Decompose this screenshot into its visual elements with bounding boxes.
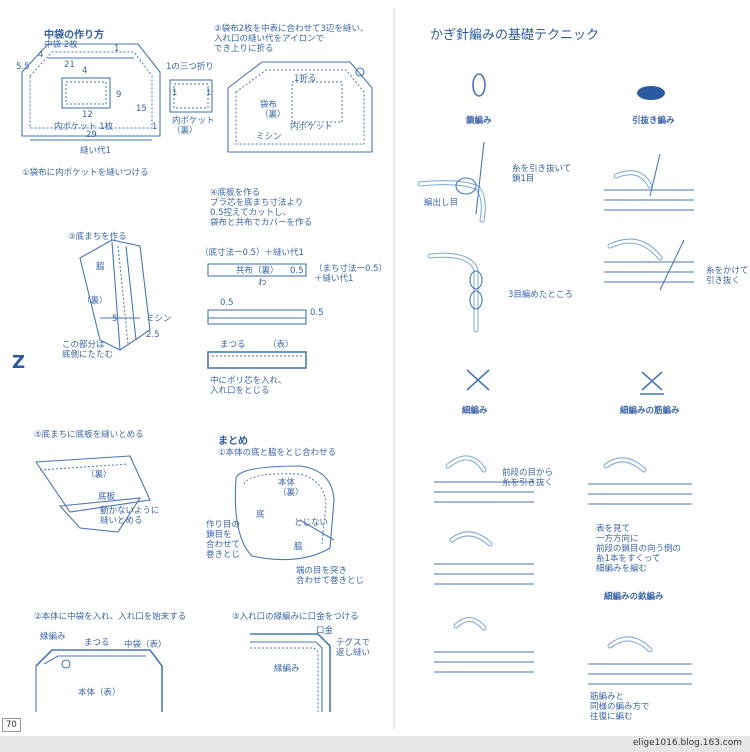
inner-pocket-back: 内ポケット （裏） (172, 116, 215, 136)
back-label-2: （裏） (86, 470, 112, 480)
body-back: 本体 （裏） (278, 478, 304, 498)
bottom-board-drawing (35, 455, 151, 533)
pull-note: 糸を引き抜いて 鎖1目 (512, 164, 572, 184)
front-label: （表） (268, 340, 294, 350)
single-crochet-back-loop-symbol (640, 371, 664, 395)
ring-label: わ (258, 278, 267, 288)
side-label: 脇 (96, 262, 105, 272)
step2-text: ②袋布2枚を中表に合わせて3辺を縫い、 入れ口の縫い代をアイロンで でき上りに折… (214, 24, 369, 54)
clasp-drawing (250, 633, 331, 712)
bottom-label: 底 (256, 510, 265, 520)
dim-4b: 4 (82, 66, 88, 76)
bag-fabric-back: 袋布 （裏） (260, 100, 286, 120)
step1-text: ①袋布に内ポケットを縫いつける (22, 168, 149, 178)
side-label-2: 脇 (294, 542, 303, 552)
end-note: 端の目を突き 合わせて巻きとじ (296, 566, 365, 586)
summary-step2: ②本体に中袋を入れ、入れ口を始末する (34, 612, 187, 622)
dim-1d: 1 (206, 88, 212, 98)
bag-sewn-drawing (227, 61, 373, 153)
assembled-bag-drawing (234, 465, 335, 561)
blog-url: elige1016.blog.163.com (632, 738, 742, 748)
dim-0-5a: 0.5 (290, 266, 304, 276)
dim-15: 15 (136, 104, 147, 114)
edge-label-2: 縁編み (274, 664, 300, 674)
dim-4: 4 (38, 50, 44, 60)
back-label: （裏） (82, 296, 108, 306)
pinch-label: まつる (220, 340, 246, 350)
dim-0-5b: 0.5 (220, 298, 234, 308)
footer-bar: elige1016.blog.163.com (0, 736, 750, 752)
gusset-drawing (79, 239, 151, 351)
dim-1b: 1 (152, 122, 158, 132)
single-crochet-drawings (434, 455, 534, 673)
hook-note: 糸をかけて 引き抜く (706, 266, 749, 286)
summary-step1: ①本体の底と脇をとじ合わせる (218, 448, 337, 458)
dim-1a: 1 (114, 44, 120, 54)
chain-label: 鎖編み (466, 116, 492, 126)
slip-stitch-symbol (637, 86, 665, 100)
pinch-label-2: まつる (84, 638, 110, 648)
three-chain-label: 3目編めたところ (508, 290, 573, 300)
insert-note: 中にポリ芯を入れ、 入れ口をとじる (210, 376, 287, 396)
chain-symbol (472, 73, 486, 97)
do-not-close: とじない (294, 518, 329, 528)
sewing-label: ミシン (256, 132, 282, 142)
dim-1c: 1 (172, 88, 178, 98)
bag-pattern-drawing (21, 43, 161, 141)
fold-note: この部分は 底側にたたむ (62, 340, 114, 360)
clasp-label: 口金 (316, 626, 334, 636)
dim-21: 21 (64, 60, 75, 70)
fold-1: 1折る (294, 74, 317, 84)
fold-three-times: 1の三つ折り (166, 62, 214, 72)
rib-stitch-label: 細編みの畝編み (604, 592, 664, 602)
gusset-size: （まち寸法ー0.5） ＋縫い代1 (314, 264, 388, 284)
dim-9: 9 (116, 90, 122, 100)
thread-note: テグスで 返し縫い (336, 638, 371, 658)
right-page-title: かぎ針編みの基礎テクニック (430, 28, 600, 43)
same-fabric: 共布（裏） (236, 266, 279, 276)
bag-count: 中袋 2枚 (44, 40, 78, 50)
step3-text: ③底まちを作る (68, 232, 127, 242)
start-chain-label: 編出し目 (424, 198, 459, 208)
dim-29: 29 (86, 130, 97, 140)
step4-text: ④底板を作る プラ芯を底まち寸法より 0.5控えてカットし、 袋布と共布でカバー… (210, 188, 313, 228)
single-crochet-note: 前段の目から 糸を引き抜く (502, 468, 554, 488)
page-number: 70 (2, 718, 21, 732)
making-inner-bag-title: 中袋の作り方 (44, 30, 104, 41)
single-crochet-symbol (466, 369, 490, 391)
board-drawings (207, 263, 307, 369)
edge-label: 縁編み (40, 632, 66, 642)
stitch-note: 動かないように 縫いとめる (100, 506, 160, 526)
seam-allowance: 縫い代1 (80, 146, 111, 156)
dim-0-5c: 0.5 (310, 308, 324, 318)
inner-pocket-one: 内ポケット 1枚 (54, 122, 114, 132)
back-loop-note: 表を見て 一方方向に 前段の鎖目の向う側の 糸1本をすくって 細編みを編む (596, 524, 682, 574)
summary-step3: ③入れ口の縁編みに口金をつける (232, 612, 359, 622)
z-mark: Z (12, 352, 26, 373)
dim-5-5: 5.5 (16, 62, 30, 72)
board-label: 底板 (98, 492, 116, 502)
chain-step2-drawing (427, 252, 483, 333)
chain-step1-drawing (417, 141, 486, 223)
inner-front: 中袋（表） (124, 640, 167, 650)
step5-text: ⑤底まちに底板を縫いとめる (34, 430, 144, 440)
rib-note: 筋編みと 同様の編み方で 往復に編む (590, 692, 650, 722)
dim-5: 5 (112, 314, 118, 324)
dim-12: 12 (82, 110, 93, 120)
inner-pocket-label: 内ポケット (290, 122, 333, 132)
bottom-size: （底寸法ー0.5）＋縫い代1 (200, 248, 304, 258)
bag-with-inner-drawing (35, 649, 163, 712)
pocket-drawing (169, 79, 213, 113)
slip-stitch-label: 引抜き編み (632, 116, 675, 126)
summary-title: まとめ (218, 436, 248, 447)
slip-stitch-drawings (604, 153, 694, 291)
back-loop-drawings (588, 457, 692, 685)
body-front: 本体（表） (78, 688, 121, 698)
sewing-label-2: ミシン (146, 314, 172, 324)
summary-note: 作り目の 鎖目を 合わせて 巻きとじ (206, 520, 241, 560)
dim-2-5: 2.5 (146, 330, 160, 340)
back-loop-label: 細編みの筋編み (620, 406, 680, 416)
single-crochet-label: 細編み (462, 406, 488, 416)
